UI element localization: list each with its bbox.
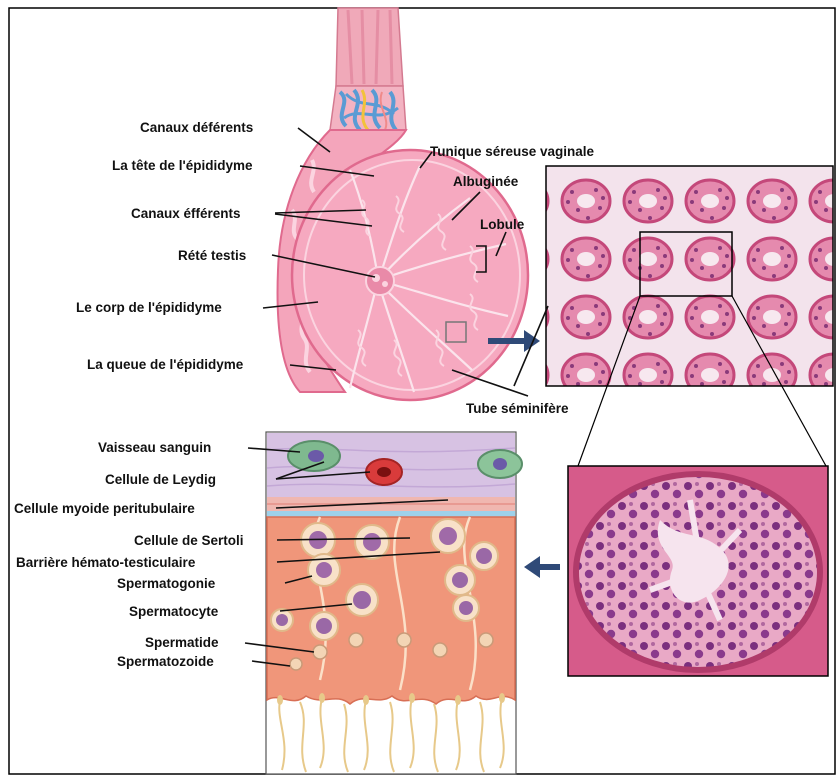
label-corp-epididyme: Le corp de l'épididyme bbox=[76, 300, 222, 315]
label-tunique-sereuse: Tunique séreuse vaginale bbox=[430, 144, 595, 159]
arrow-left-icon bbox=[524, 556, 560, 578]
label-spermatide: Spermatide bbox=[145, 635, 219, 650]
label-cellule-leydig: Cellule de Leydig bbox=[105, 472, 216, 487]
label-rete-testis: Rété testis bbox=[178, 248, 246, 263]
label-cellule-myoide: Cellule myoide peritubulaire bbox=[14, 501, 195, 516]
label-spermatogonie: Spermatogonie bbox=[117, 576, 216, 591]
label-barriere: Barrière hémato-testiculaire bbox=[16, 555, 196, 570]
rete-testis bbox=[366, 267, 394, 295]
label-lobule: Lobule bbox=[480, 217, 525, 232]
label-queue-epididyme: La queue de l'épididyme bbox=[87, 357, 244, 372]
label-canaux-efferents: Canaux éfférents bbox=[131, 206, 241, 221]
label-tube-seminifere: Tube séminifère bbox=[466, 401, 569, 416]
label-vaisseau-sanguin: Vaisseau sanguin bbox=[98, 440, 211, 455]
label-tete-epididyme: La tête de l'épididyme bbox=[112, 158, 253, 173]
histology-section bbox=[546, 166, 833, 386]
label-cellule-sertoli: Cellule de Sertoli bbox=[134, 533, 244, 548]
label-canaux-deferents: Canaux déférents bbox=[140, 120, 253, 135]
label-spermatocyte: Spermatocyte bbox=[129, 604, 219, 619]
zoomed-tubule bbox=[568, 466, 828, 676]
cell-illustration bbox=[266, 432, 522, 774]
label-albuginee: Albuginée bbox=[453, 174, 519, 189]
label-spermatozoide: Spermatozoide bbox=[117, 654, 214, 669]
